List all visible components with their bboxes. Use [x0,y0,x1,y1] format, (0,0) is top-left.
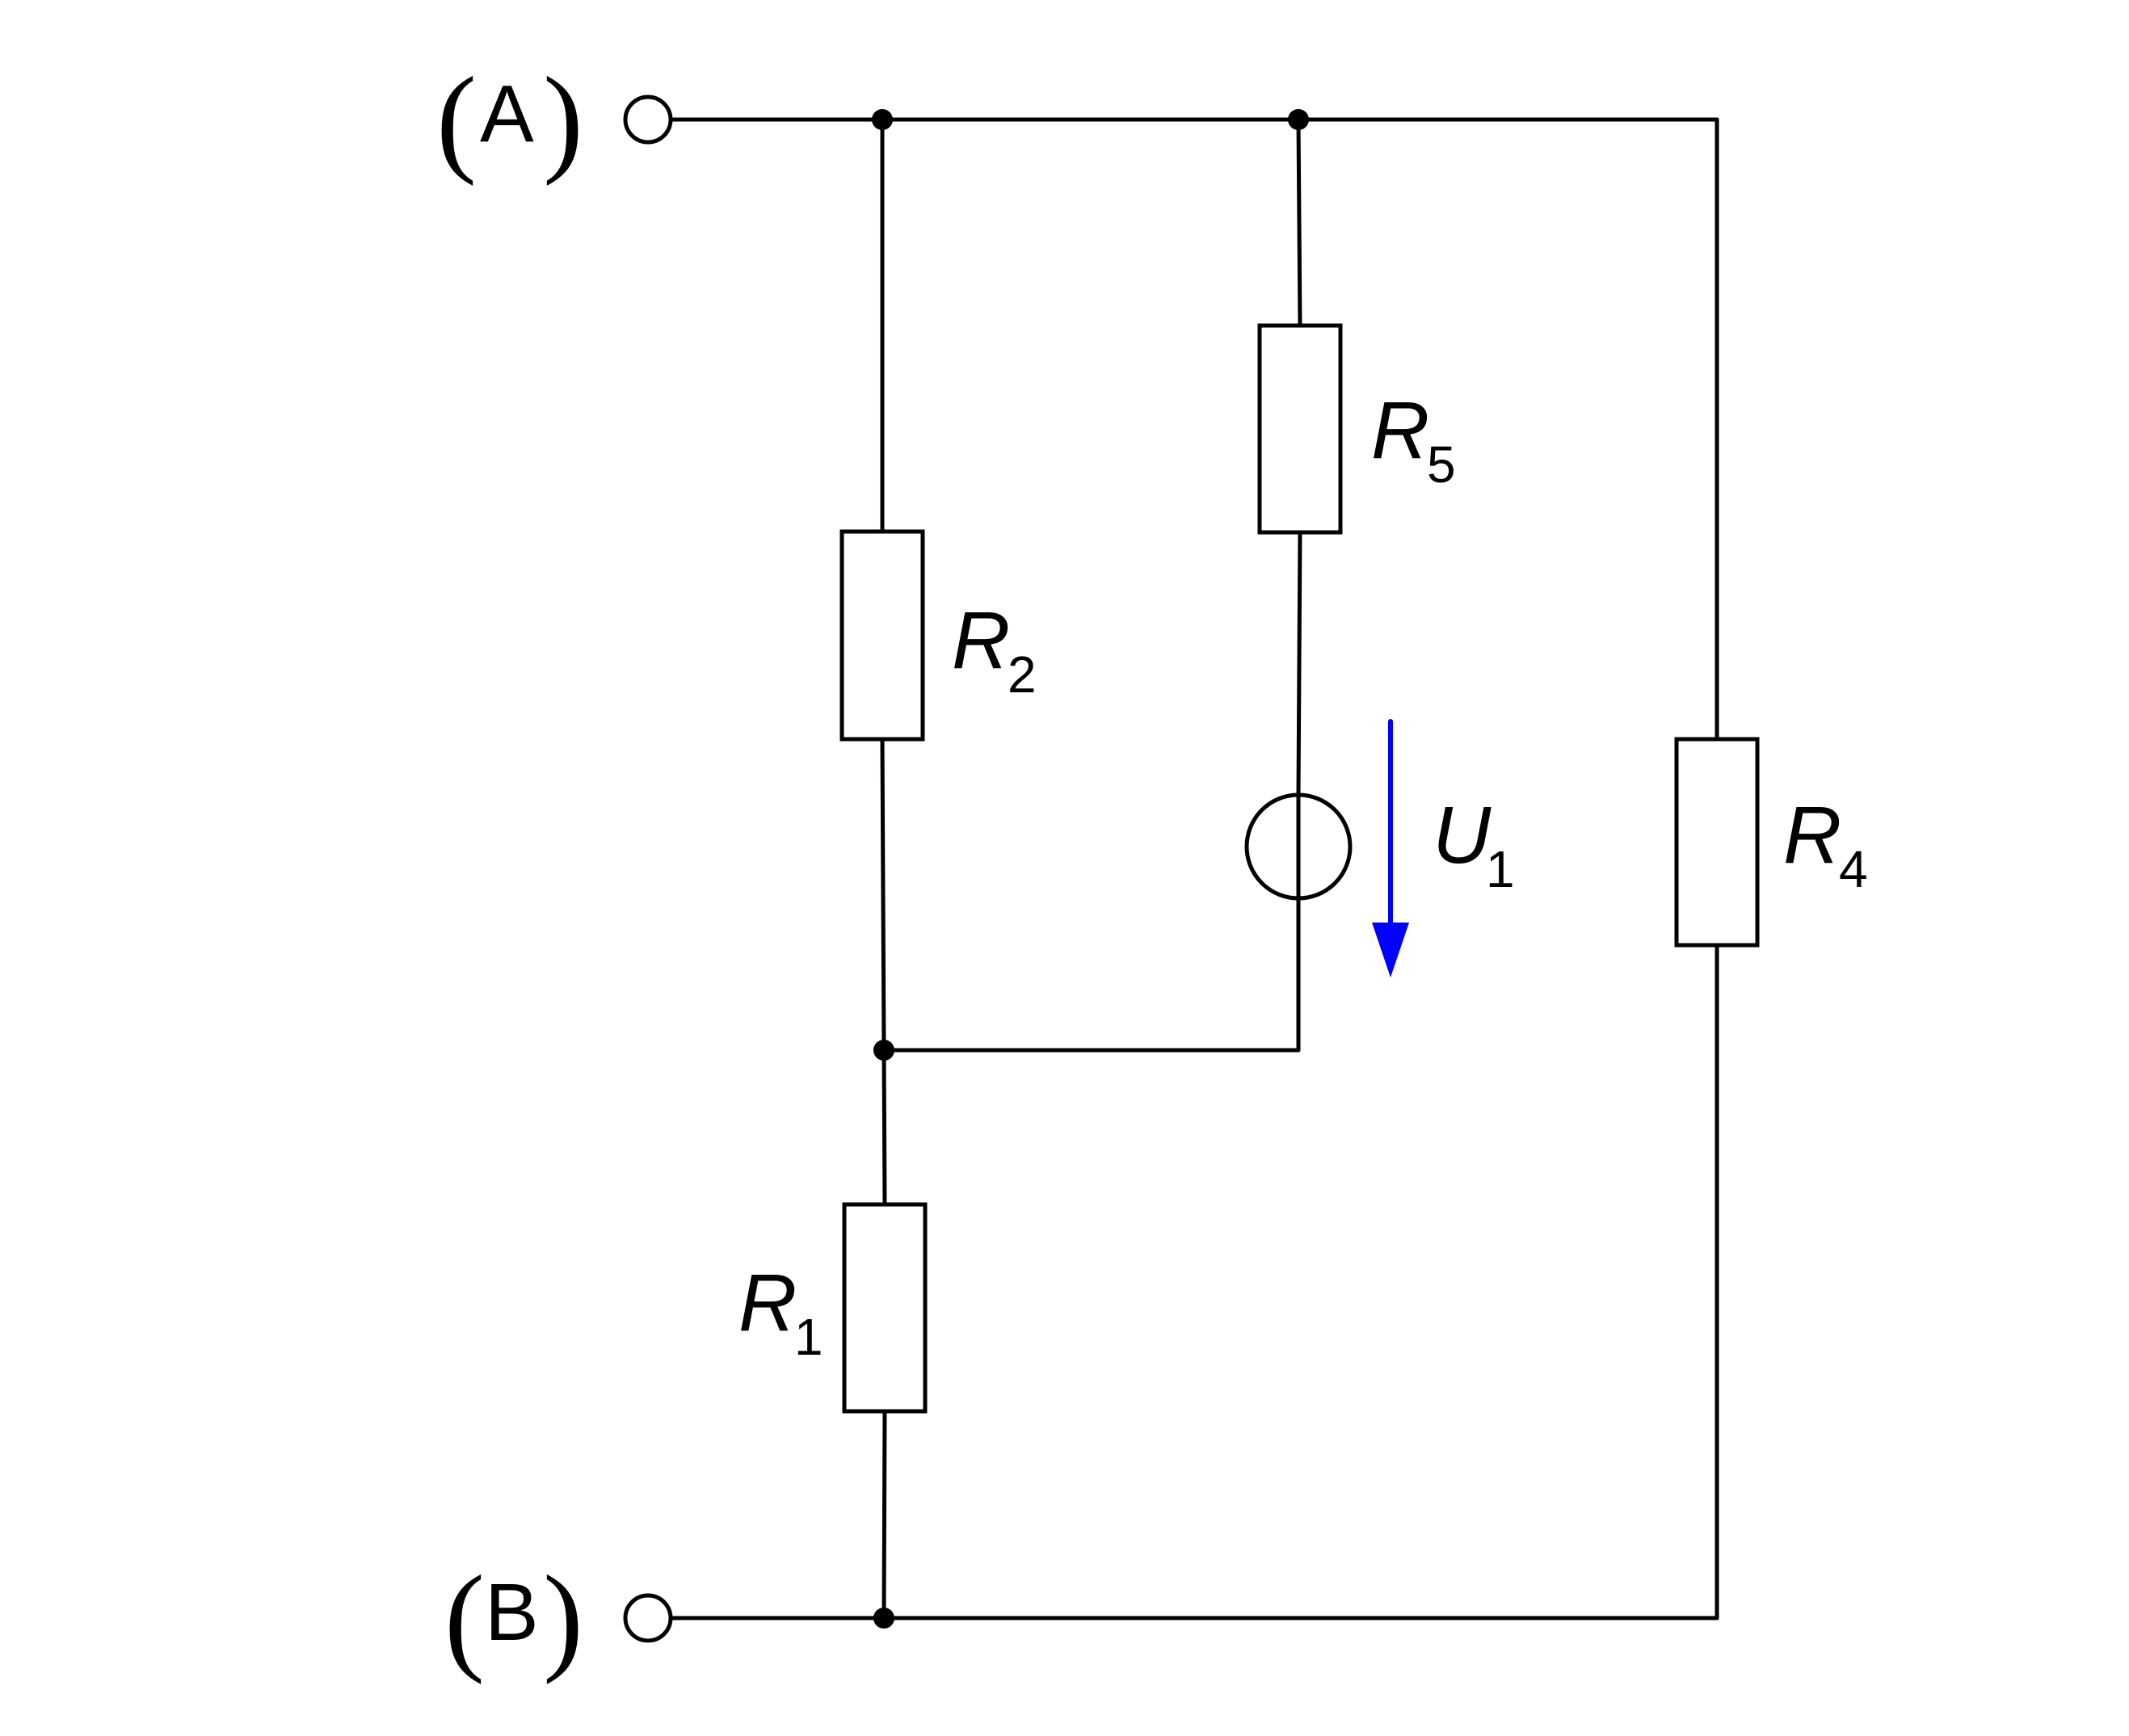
voltage-source-u1 [1244,792,1353,901]
terminal-b-close-paren: ) [543,1551,583,1685]
label-r5: R 5 [1371,385,1456,494]
terminal-a-open-paren: ( [436,53,477,187]
terminal-a-circle [623,95,673,145]
label-r2-symbol: R [952,595,1010,686]
junction-dot-top-mid [1288,109,1309,130]
terminal-a-close-paren: ) [543,53,583,187]
resistor-r5 [1257,323,1343,535]
wire-r2-bottom [880,737,886,1053]
label-u1-index: 1 [1486,840,1515,898]
label-r1-symbol: R [738,1258,797,1348]
terminal-a-letter: A [480,69,534,159]
junction-dot-top-left [872,109,893,130]
wire-r1-top [881,1048,887,1207]
terminal-b-open-paren: ( [444,1551,485,1685]
terminal-b-label: ( B ) [444,1551,583,1685]
voltage-arrow-icon [1372,719,1409,977]
label-u1: U 1 [1433,790,1515,898]
terminal-b-letter: B [485,1567,539,1658]
label-r1-index: 1 [794,1308,823,1366]
label-r4-index: 4 [1839,840,1868,898]
terminal-a-label: ( A ) [436,53,583,187]
junction-dot-bottom [873,1608,894,1629]
label-r4-symbol: R [1783,790,1841,881]
junction-dot-mid [873,1040,894,1061]
wire-r1-bottom [881,1409,887,1620]
resistor-r4 [1674,737,1760,948]
wires [668,117,1719,1620]
label-r5-index: 5 [1427,435,1456,494]
label-r5-symbol: R [1371,385,1429,476]
resistor-r2 [839,529,925,742]
label-u1-symbol: U [1433,790,1492,881]
label-r2: R 2 [952,595,1037,704]
wire-r5-to-source [1296,530,1302,798]
terminal-b-circle [623,1593,673,1643]
label-r4: R 4 [1783,790,1868,898]
label-r1: R 1 [738,1258,823,1366]
label-r2-index: 2 [1008,645,1037,704]
resistor-r1 [842,1202,928,1414]
wire-r5-top [1296,117,1302,328]
